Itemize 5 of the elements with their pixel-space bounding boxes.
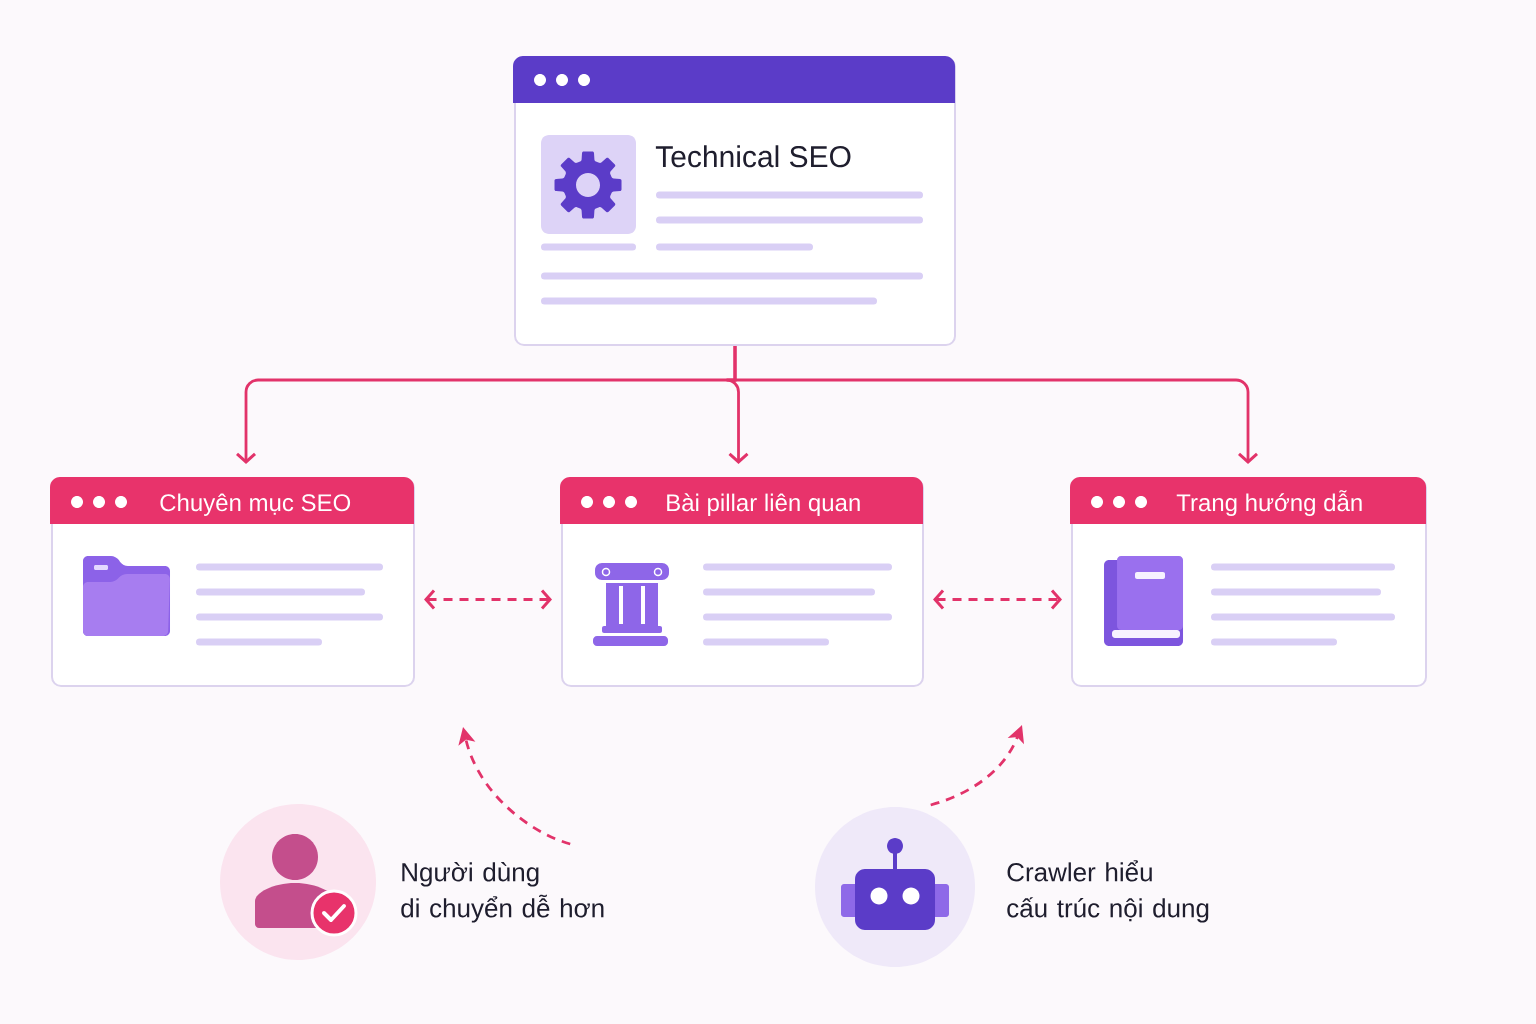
arrow <box>424 589 552 610</box>
arrow <box>933 589 1062 610</box>
arrow <box>733 346 1258 464</box>
node-label: Người dùng di chuyển dễ hơn <box>401 862 604 923</box>
node-label: Crawler hiểu cấu trúc nội dung <box>1007 860 1209 923</box>
